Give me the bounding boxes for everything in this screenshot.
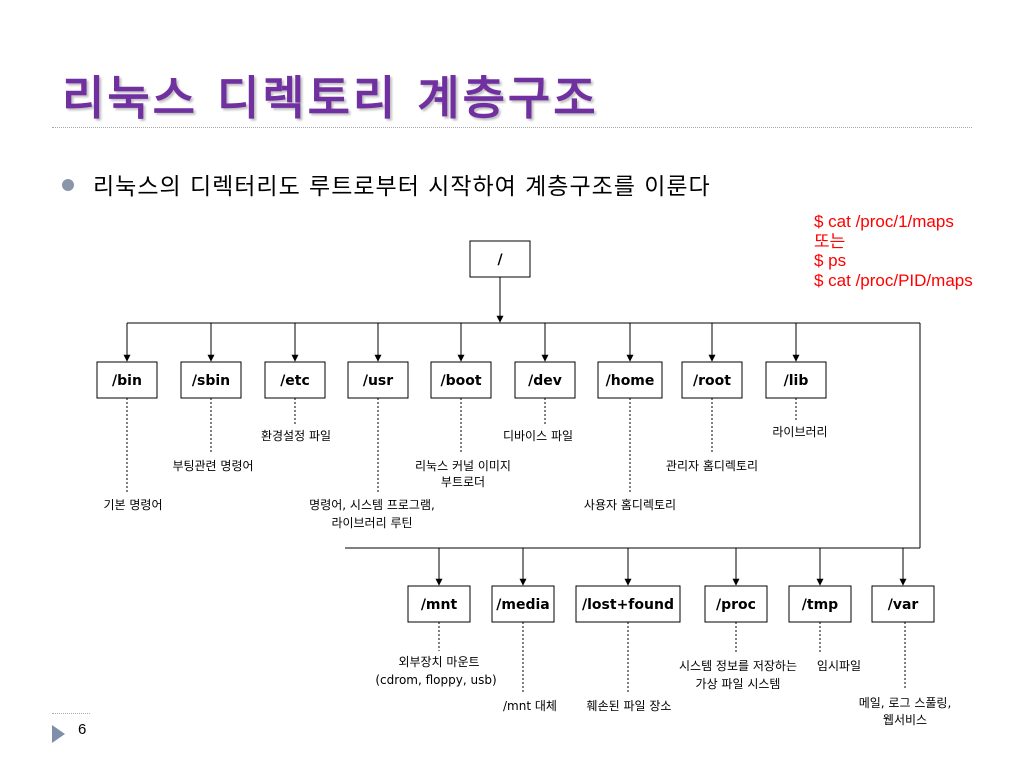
dir-label: /lib bbox=[784, 373, 809, 389]
title-divider bbox=[52, 127, 972, 128]
dir-label: /media bbox=[496, 597, 549, 613]
dir-label: /proc bbox=[716, 597, 756, 613]
dir-node-lost-found: /lost+found bbox=[575, 585, 681, 623]
bullet-icon bbox=[62, 179, 74, 191]
dir-node-root: /root bbox=[681, 361, 743, 399]
row1-arrows bbox=[123, 323, 800, 362]
dir-node-var: /var bbox=[871, 585, 935, 623]
dir-label: /bin bbox=[112, 373, 142, 389]
root-node: / bbox=[469, 240, 531, 278]
dir-desc-boot: 리눅스 커널 이미지 bbox=[415, 459, 511, 473]
row2-leaders bbox=[438, 622, 906, 692]
dir-node-lib: /lib bbox=[765, 361, 827, 399]
dir-label: /dev bbox=[528, 373, 562, 389]
row1-leaders bbox=[126, 398, 797, 493]
dir-label: /root bbox=[693, 373, 731, 389]
dir-desc-tmp: 임시파일 bbox=[817, 659, 861, 673]
note-line: $ cat /proc/PID/maps bbox=[814, 270, 973, 290]
dir-desc-proc: 가상 파일 시스템 bbox=[696, 677, 781, 691]
dir-node-boot: /boot bbox=[430, 361, 492, 399]
dir-node-media: /media bbox=[491, 585, 555, 623]
dir-node-home: /home bbox=[597, 361, 663, 399]
dir-desc-dev: 디바이스 파일 bbox=[503, 429, 573, 443]
dir-desc-media: /mnt 대체 bbox=[503, 699, 557, 713]
dir-label: /boot bbox=[440, 373, 481, 389]
triangle-right-icon bbox=[52, 725, 65, 743]
dir-node-tmp: /tmp bbox=[788, 585, 852, 623]
page-number: 6 bbox=[78, 721, 87, 738]
dir-label: /tmp bbox=[802, 597, 838, 613]
dir-node-bin: /bin bbox=[96, 361, 158, 399]
dir-node-dev: /dev bbox=[514, 361, 576, 399]
dir-node-proc: /proc bbox=[704, 585, 768, 623]
dir-desc-var: 웹서비스 bbox=[883, 713, 927, 727]
dir-node-mnt: /mnt bbox=[407, 585, 471, 623]
dir-desc-proc: 시스템 정보를 저장하는 bbox=[679, 659, 797, 673]
command-note: $ cat /proc/1/maps 또는 $ ps $ cat /proc/P… bbox=[814, 212, 973, 290]
footer-divider bbox=[52, 713, 90, 714]
dir-label: /lost+found bbox=[582, 597, 674, 613]
dir-desc-lost-found: 훼손된 파일 장소 bbox=[587, 699, 672, 713]
dir-desc-usr: 명령어, 시스템 프로그램, bbox=[309, 498, 435, 512]
dir-label: /etc bbox=[280, 373, 310, 389]
dir-desc-sbin: 부팅관련 명령어 bbox=[172, 459, 253, 473]
note-line: 또는 bbox=[814, 231, 846, 251]
slide-title: 리눅스 디렉토리 계층구조 bbox=[62, 71, 599, 125]
dir-desc-etc: 환경설정 파일 bbox=[261, 429, 331, 443]
note-line: $ ps bbox=[814, 251, 847, 270]
dir-label: /usr bbox=[363, 373, 393, 389]
dir-desc-mnt: (cdrom, floppy, usb) bbox=[375, 673, 496, 687]
dir-desc-root: 관리자 홈디렉토리 bbox=[666, 459, 758, 473]
dir-label: /var bbox=[888, 597, 919, 613]
dir-label: /sbin bbox=[192, 373, 230, 389]
dir-desc-var: 메일, 로그 스풀링, bbox=[859, 696, 952, 710]
tree-connectors bbox=[127, 277, 921, 549]
dir-desc-usr: 라이브러리 루틴 bbox=[331, 516, 412, 530]
row2-arrows bbox=[435, 548, 907, 586]
note-line: $ cat /proc/1/maps bbox=[814, 212, 954, 231]
bullet-text: 리눅스의 디렉터리도 루트로부터 시작하여 계층구조를 이룬다 bbox=[93, 174, 711, 200]
dir-desc-bin: 기본 명령어 bbox=[103, 498, 162, 512]
root-label: / bbox=[497, 252, 503, 268]
dir-node-usr: /usr bbox=[347, 361, 409, 399]
dir-node-sbin: /sbin bbox=[180, 361, 242, 399]
dir-label: /home bbox=[606, 373, 655, 389]
dir-desc-boot: 부트로더 bbox=[441, 475, 485, 489]
dir-desc-lib: 라이브러리 bbox=[772, 425, 827, 439]
dir-node-etc: /etc bbox=[264, 361, 326, 399]
dir-desc-mnt: 외부장치 마운트 bbox=[398, 655, 479, 669]
dir-desc-home: 사용자 홈디렉토리 bbox=[584, 498, 676, 512]
dir-label: /mnt bbox=[421, 597, 458, 613]
